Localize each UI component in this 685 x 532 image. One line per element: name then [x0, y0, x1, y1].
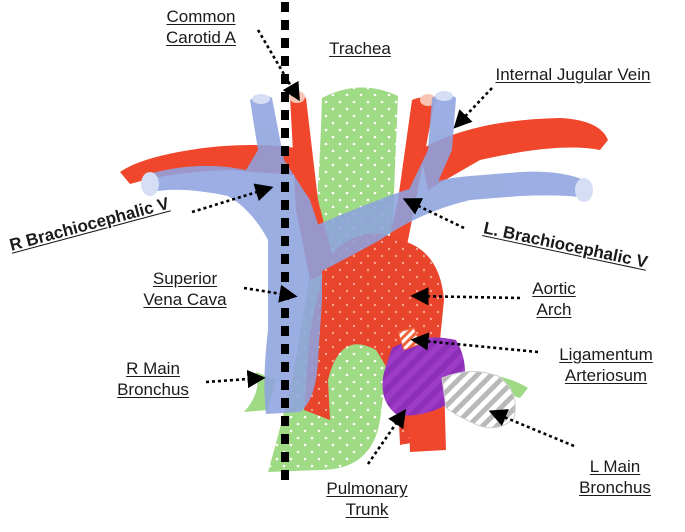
internal-jugular-vein-shape [406, 94, 456, 200]
label-trachea: Trachea [329, 39, 391, 58]
left-common-carotid-shape [382, 97, 434, 280]
label-internal-jugular-vein: Internal Jugular Vein [495, 65, 651, 84]
superior-vena-cava-shape [148, 95, 322, 414]
left-brachiocephalic-vein-shape [306, 171, 588, 276]
pointer-arrows [191, 29, 575, 465]
